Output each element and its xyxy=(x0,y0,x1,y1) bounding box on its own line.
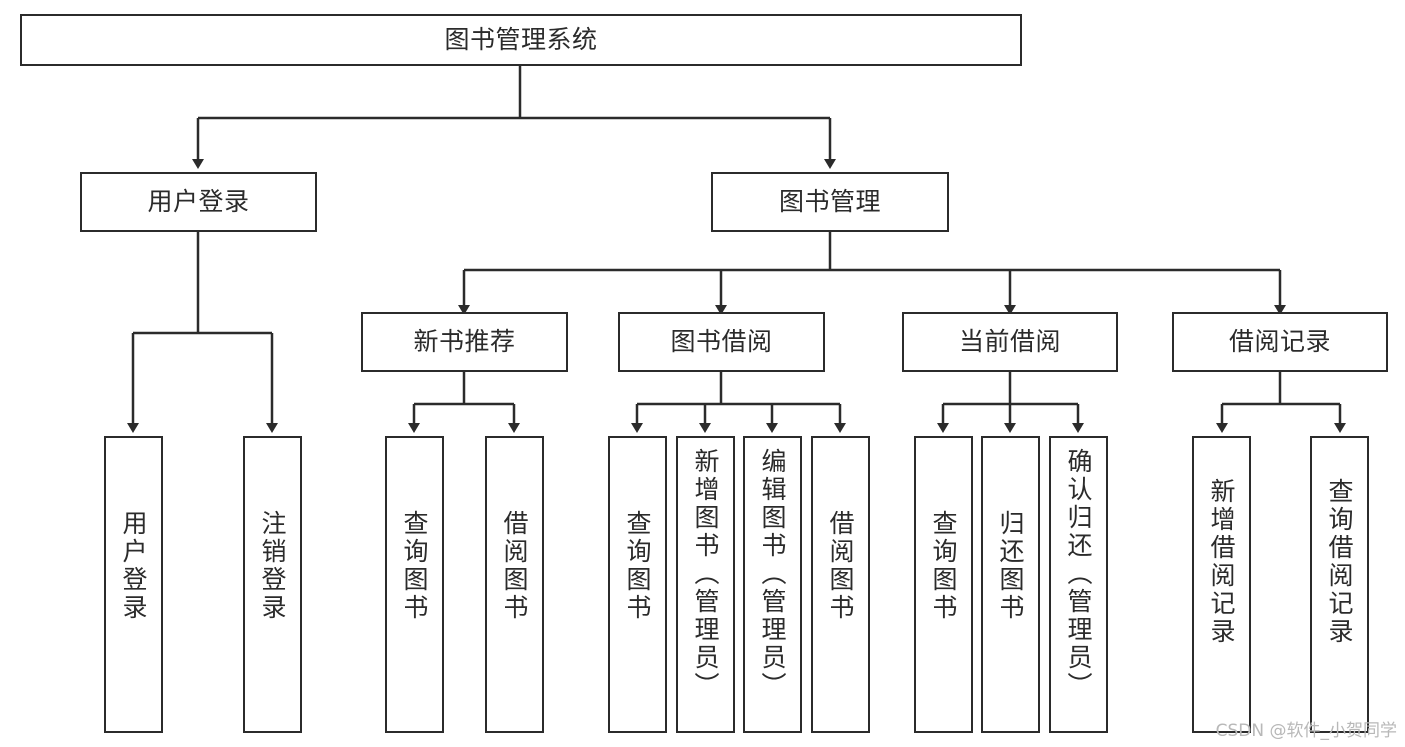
node-book-borrow[interactable]: 图书借阅 xyxy=(618,312,825,372)
node-new-book-recommend-label: 新书推荐 xyxy=(413,326,516,356)
node-borrow-record-label: 借阅记录 xyxy=(1228,326,1331,356)
node-leaf-logout[interactable]: 注销登录 xyxy=(243,436,302,733)
node-leaf-query-book-1[interactable]: 查询图书 xyxy=(385,436,444,733)
node-root[interactable]: 图书管理系统 xyxy=(20,14,1022,66)
node-leaf-return-book[interactable]: 归还图书 xyxy=(981,436,1040,733)
node-book-borrow-label: 图书借阅 xyxy=(670,326,773,356)
node-current-borrow[interactable]: 当前借阅 xyxy=(902,312,1118,372)
node-leaf-borrow-book-2-label: 借阅图书 xyxy=(826,510,855,622)
node-leaf-query-record-label: 查询借阅记录 xyxy=(1325,478,1354,646)
node-leaf-return-book-label: 归还图书 xyxy=(996,510,1025,622)
node-leaf-user-login-label: 用户登录 xyxy=(119,510,148,622)
node-current-borrow-label: 当前借阅 xyxy=(958,326,1061,356)
node-leaf-borrow-book-1-label: 借阅图书 xyxy=(500,510,529,622)
node-leaf-logout-label: 注销登录 xyxy=(258,510,287,622)
node-leaf-user-login[interactable]: 用户登录 xyxy=(104,436,163,733)
node-leaf-add-book[interactable]: 新增图书（管理员） xyxy=(676,436,735,733)
node-leaf-query-book-3-label: 查询图书 xyxy=(929,510,958,622)
node-leaf-query-book-1-label: 查询图书 xyxy=(400,510,429,622)
node-leaf-query-book-3[interactable]: 查询图书 xyxy=(914,436,973,733)
node-borrow-record[interactable]: 借阅记录 xyxy=(1172,312,1388,372)
node-user-login[interactable]: 用户登录 xyxy=(80,172,317,232)
node-leaf-confirm-return[interactable]: 确认归还（管理员） xyxy=(1049,436,1108,733)
node-leaf-edit-book-label: 编辑图书（管理员） xyxy=(758,448,787,700)
node-leaf-add-record[interactable]: 新增借阅记录 xyxy=(1192,436,1251,733)
csdn-watermark: CSDN @软件_小贺同学 xyxy=(1215,721,1397,741)
node-leaf-borrow-book-2[interactable]: 借阅图书 xyxy=(811,436,870,733)
node-new-book-recommend[interactable]: 新书推荐 xyxy=(361,312,568,372)
node-user-login-label: 用户登录 xyxy=(147,186,250,216)
node-leaf-query-record[interactable]: 查询借阅记录 xyxy=(1310,436,1369,733)
node-leaf-query-book-2[interactable]: 查询图书 xyxy=(608,436,667,733)
node-book-manage-label: 图书管理 xyxy=(778,186,881,216)
node-root-label: 图书管理系统 xyxy=(444,24,598,54)
node-leaf-confirm-return-label: 确认归还（管理员） xyxy=(1064,448,1093,700)
node-book-manage[interactable]: 图书管理 xyxy=(711,172,949,232)
node-leaf-query-book-2-label: 查询图书 xyxy=(623,510,652,622)
node-leaf-edit-book[interactable]: 编辑图书（管理员） xyxy=(743,436,802,733)
node-leaf-add-book-label: 新增图书（管理员） xyxy=(691,448,720,700)
node-leaf-add-record-label: 新增借阅记录 xyxy=(1207,478,1236,646)
node-leaf-borrow-book-1[interactable]: 借阅图书 xyxy=(485,436,544,733)
